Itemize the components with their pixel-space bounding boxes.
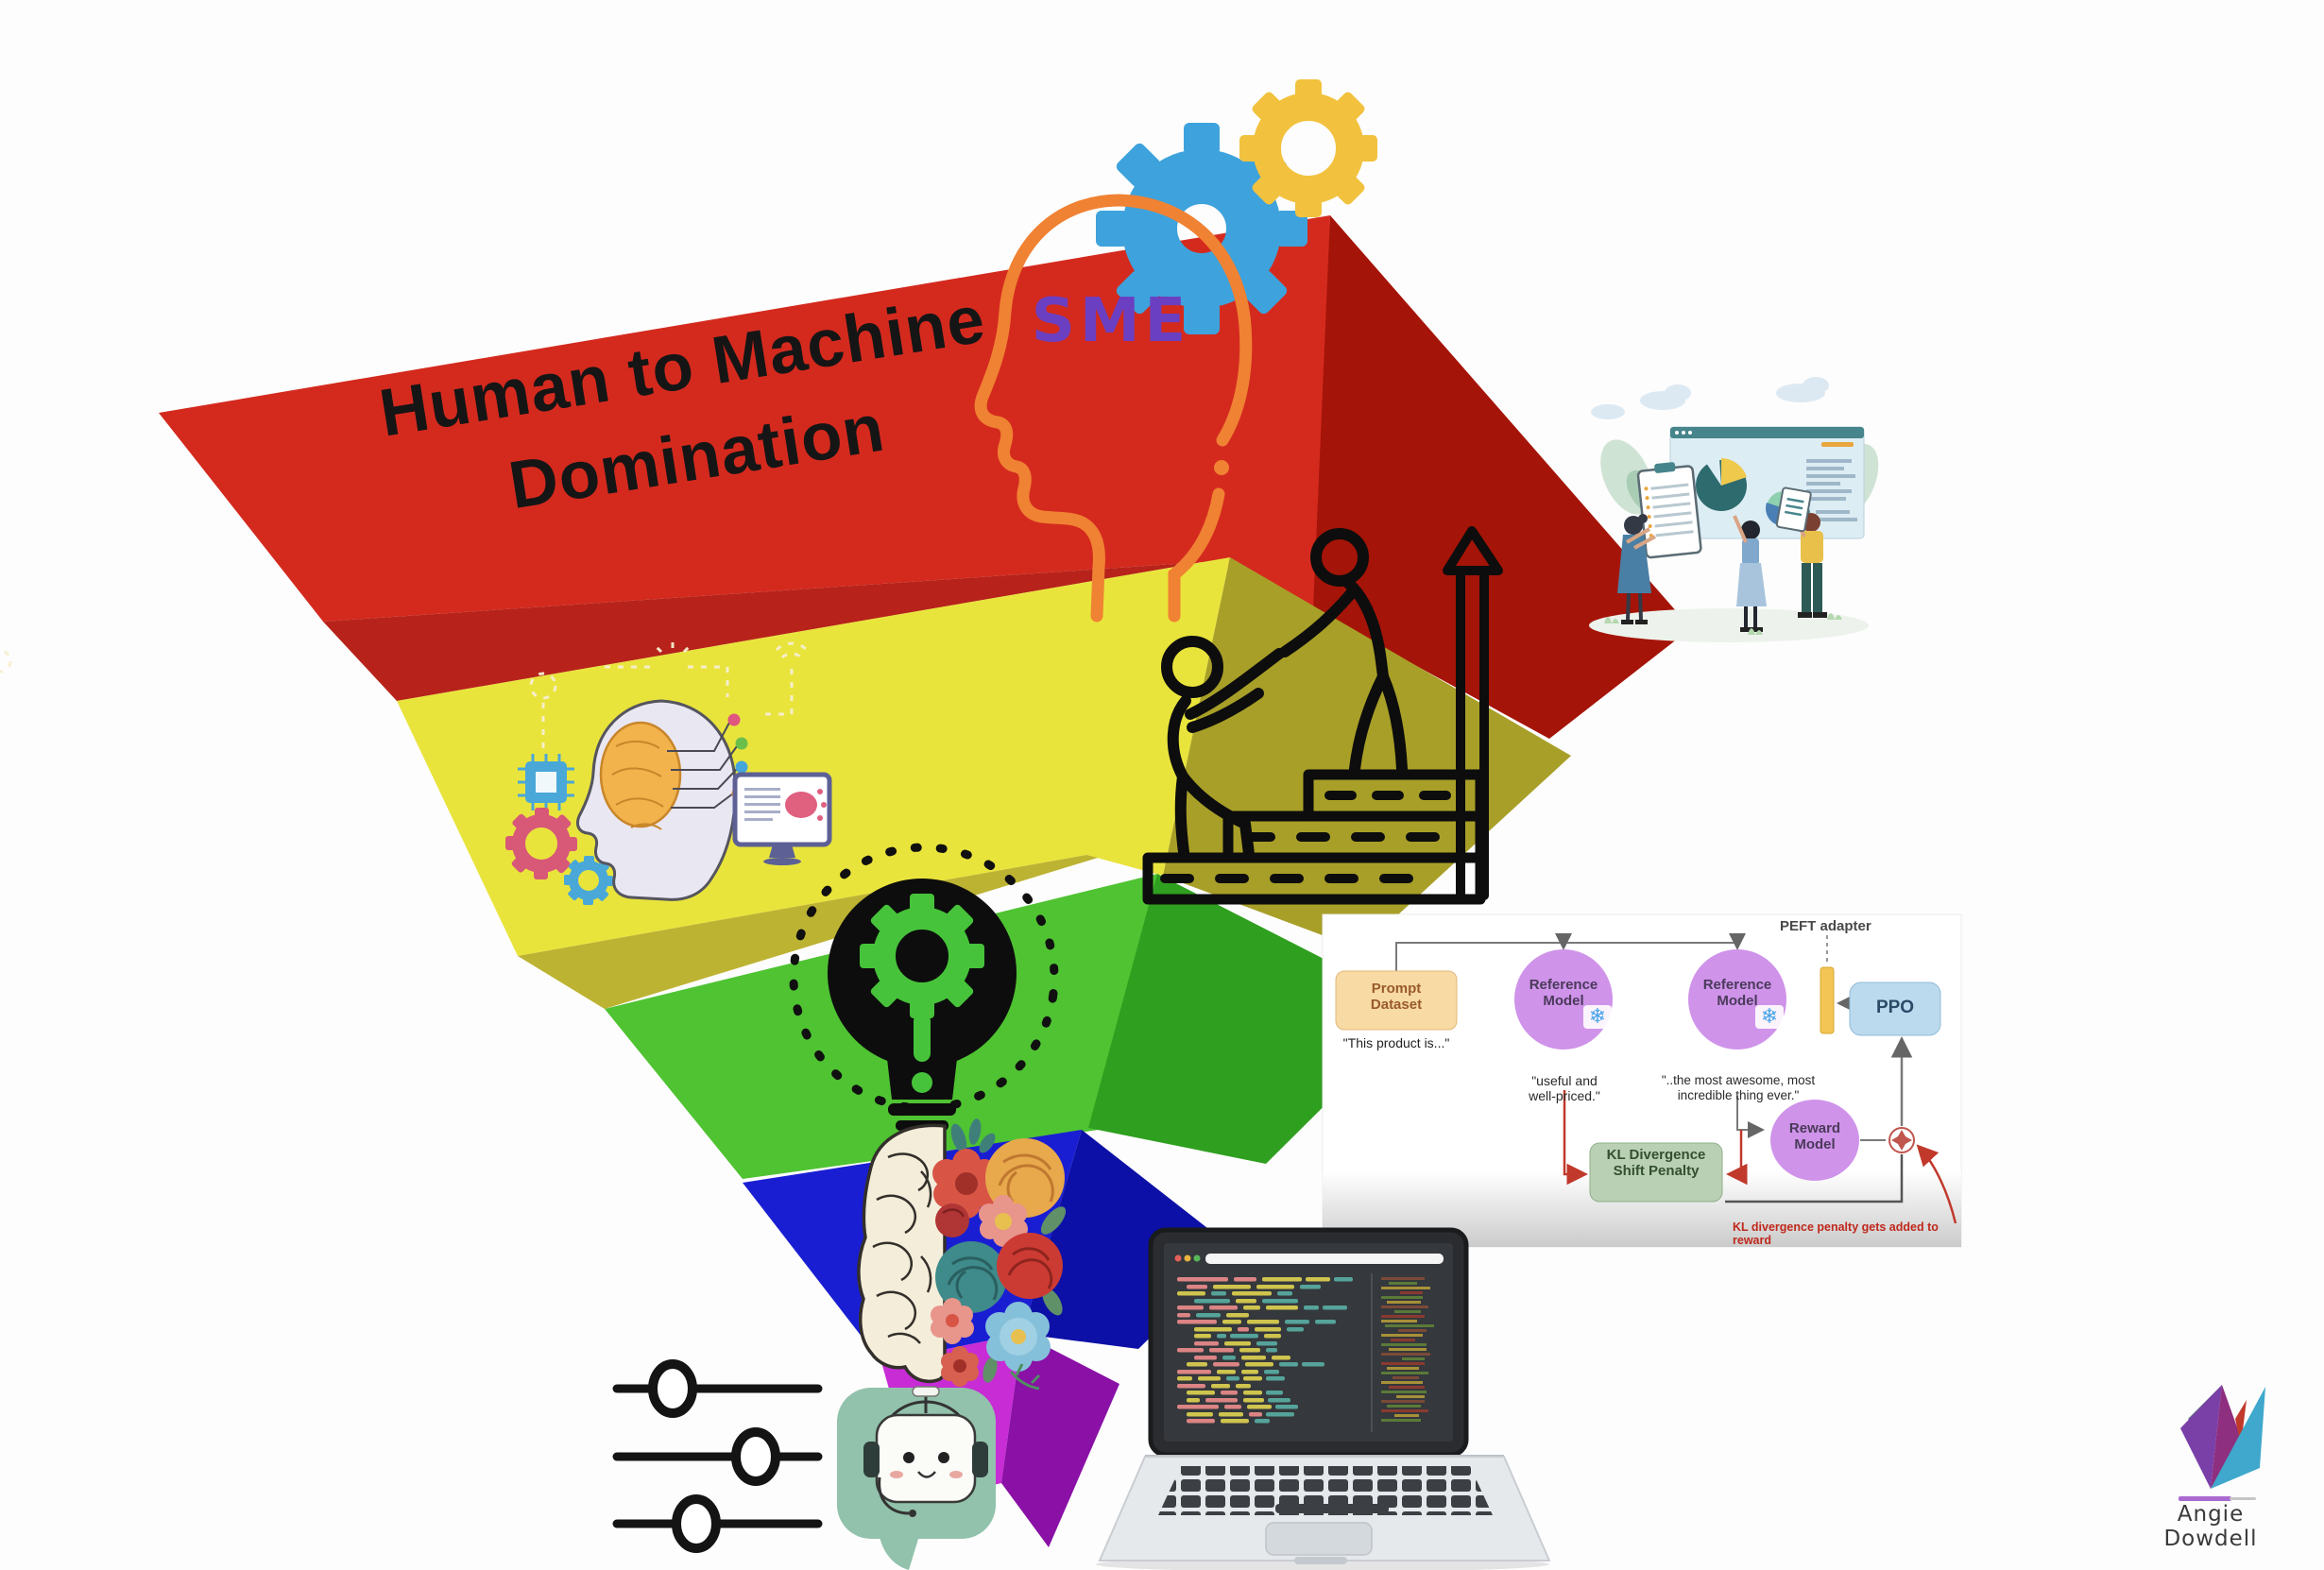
chip-icon xyxy=(518,754,574,811)
reward-model-node xyxy=(1770,1100,1859,1181)
window-dot xyxy=(1675,431,1679,435)
dashed-doodles xyxy=(0,640,809,748)
code-minimap xyxy=(1381,1277,1434,1422)
node-dot xyxy=(735,760,748,774)
flower-sprig xyxy=(1009,1363,1041,1391)
clipboard-icon xyxy=(1636,462,1702,559)
stairs-growth-icon xyxy=(1142,526,1503,905)
brain-icon xyxy=(599,721,682,828)
person-right xyxy=(1775,486,1827,618)
node-dot xyxy=(735,737,748,750)
person-climbing xyxy=(1161,636,1285,860)
flower-swirl xyxy=(942,1208,965,1218)
grass-icon xyxy=(1604,617,1619,623)
node-dot xyxy=(727,713,741,726)
kl-divergence-box xyxy=(1589,1142,1723,1203)
head-profile-outline xyxy=(974,194,1253,623)
brain-gyri xyxy=(872,1152,932,1344)
flower-pink-daisy-2 xyxy=(931,1298,974,1344)
reference-caption-2: "..the most awesome, most incredible thi… xyxy=(1661,1073,1816,1102)
person-helping xyxy=(1279,528,1408,775)
rlhf-flowchart xyxy=(1322,913,1962,1248)
ai-head-illustration xyxy=(0,640,832,905)
dashboard-accent xyxy=(1821,442,1854,447)
funnel-layer-red-side xyxy=(1313,215,1691,739)
leaf-icon xyxy=(983,1357,998,1383)
flower-red-peony xyxy=(997,1233,1063,1299)
reference-model-label-2: Reference Model xyxy=(1702,977,1772,1010)
reference-model-label-1: Reference Model xyxy=(1529,977,1598,1010)
prompt-dataset-box xyxy=(1335,970,1458,1031)
cloud-icon xyxy=(1803,377,1829,394)
dashboard-header xyxy=(1670,427,1864,438)
signature-logo xyxy=(2179,1385,2265,1501)
kl-note-label: KL divergence penalty gets added to rewa… xyxy=(1733,1220,1939,1248)
leaf-sprig xyxy=(950,1118,996,1153)
window-dot xyxy=(1688,431,1692,435)
reference-caption-1: "useful and well-priced." xyxy=(1529,1073,1600,1104)
peft-adapter-bar xyxy=(1820,966,1835,1034)
person-center xyxy=(1733,515,1767,632)
gear-icon-pink xyxy=(505,808,577,879)
grass-icon xyxy=(1748,628,1763,635)
signature-name: Angie Dowdell xyxy=(2163,1502,2258,1551)
flower-teal-rose xyxy=(935,1241,1007,1313)
gear-icon-small-blue xyxy=(564,856,613,905)
pie-slice xyxy=(1706,458,1721,486)
circuit-lines xyxy=(667,722,738,809)
chatbot-icon xyxy=(837,1386,996,1570)
team-analytics-illustration xyxy=(1589,377,1879,642)
prompt-caption: "This product is..." xyxy=(1342,1035,1450,1050)
snowflake-icon: ❄ xyxy=(1755,1005,1784,1029)
idea-lightbulb-icon xyxy=(789,843,1059,1131)
prompt-dataset-label: Prompt Dataset xyxy=(1370,981,1423,1014)
cloud-icon xyxy=(1591,404,1625,419)
gear-icon-yellow xyxy=(1239,79,1377,217)
gear-icon-green xyxy=(860,894,984,1018)
up-arrow-icon xyxy=(1443,526,1503,575)
brain-flowers-icon xyxy=(857,1118,1067,1391)
pie-slice xyxy=(1721,458,1747,486)
add-symbol-star xyxy=(1891,1130,1912,1151)
flower-blue xyxy=(985,1302,1051,1372)
flower-pink-daisy xyxy=(979,1195,1028,1247)
funnel-layer-yellow-side xyxy=(1163,557,1571,949)
leaf-icon xyxy=(1042,1288,1063,1316)
monitor-icon xyxy=(732,772,832,865)
person-left xyxy=(1617,514,1656,624)
window-dot xyxy=(1682,431,1685,435)
grass-icon xyxy=(1827,613,1842,620)
funnel-layer-red-under xyxy=(323,557,1230,701)
peft-adapter-label: PEFT adapter xyxy=(1780,918,1871,934)
snowflake-icon: ❄ xyxy=(1583,1005,1612,1029)
laptop-code-icon xyxy=(1096,1227,1551,1570)
reward-model-label: Reward Model xyxy=(1788,1120,1841,1153)
sme-label: SME xyxy=(1031,286,1191,356)
cloud-icon xyxy=(1665,384,1691,401)
ppo-box xyxy=(1849,981,1941,1036)
brain-half xyxy=(857,1123,947,1384)
sliders-icon xyxy=(612,1359,823,1553)
ppo-label: PPO xyxy=(1875,998,1915,1017)
brain-folds xyxy=(611,741,664,830)
code-lines xyxy=(1177,1277,1353,1424)
sme-head-icon xyxy=(974,79,1377,623)
leaf-icon xyxy=(1040,1206,1067,1235)
kl-divergence-label: KL Divergence Shift Penalty xyxy=(1606,1147,1706,1180)
flower-small-red xyxy=(941,1346,979,1387)
dashboard-text-lines xyxy=(1806,459,1857,521)
